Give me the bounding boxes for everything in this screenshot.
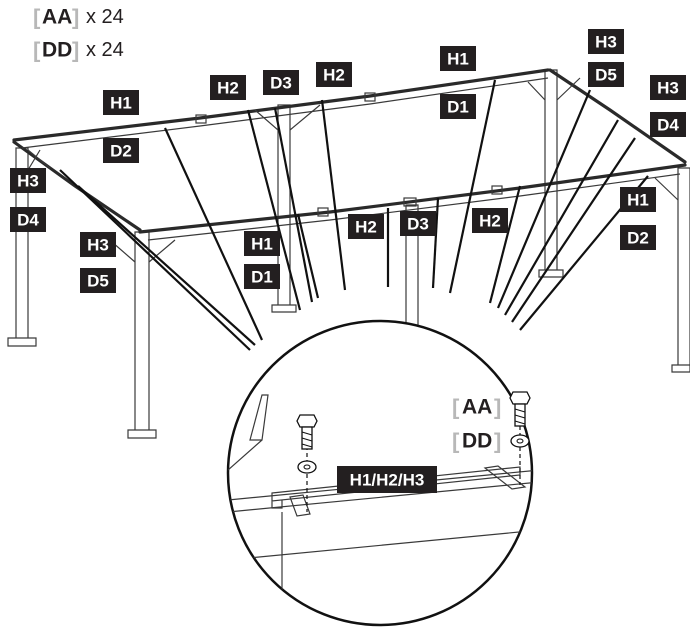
beam-left-side: [12, 140, 142, 232]
brace-front-right: [654, 177, 679, 201]
arrow: [246, 109, 302, 311]
label-h3: H3: [87, 236, 109, 255]
bracket-close: ]: [72, 38, 79, 63]
label-d5: D5: [595, 66, 617, 85]
detail-bolt-code: AA: [462, 396, 492, 419]
label-h2: H2: [323, 66, 345, 85]
arrow: [59, 169, 251, 351]
label-d5: D5: [87, 272, 109, 291]
label-h1: H1: [110, 94, 132, 113]
bolt-icon: [296, 414, 318, 450]
label-d4: D4: [17, 211, 39, 230]
connector-front-mid: [403, 197, 417, 207]
label-h1: H1: [447, 50, 469, 69]
arrow: [273, 107, 314, 303]
label-d3: D3: [270, 74, 292, 93]
connector-back-mid: [364, 92, 376, 102]
label-d4: D4: [657, 116, 679, 135]
brace-back-center: [254, 104, 321, 131]
bracket-close: ]: [494, 429, 501, 454]
gazebo-frame: [7, 68, 690, 439]
post-front-right: [671, 167, 690, 373]
label-d2: D2: [627, 229, 649, 248]
hardware-dd-row: [ DD ] x 24: [33, 38, 124, 63]
bracket-close: ]: [494, 395, 501, 420]
bolt-icon: [509, 391, 531, 427]
connector-front-mid-left: [317, 207, 329, 217]
bracket-open: [: [452, 395, 460, 420]
hardware-qty: x 24: [86, 6, 124, 28]
label-h2: H2: [355, 218, 377, 237]
label-h3: H3: [657, 79, 679, 98]
washer-icon: [297, 460, 317, 474]
brace-front-left: [111, 239, 176, 263]
arrow: [448, 79, 497, 294]
arrow: [163, 127, 264, 341]
crossbar-label: H1/H2/H3: [350, 471, 425, 490]
brace-back-right: [527, 77, 581, 101]
label-h2: H2: [479, 212, 501, 231]
rail-front-inner: [147, 173, 681, 241]
label-d2: D2: [110, 142, 132, 161]
label-d1: D1: [251, 268, 273, 287]
label-h3: H3: [595, 33, 617, 52]
beam-back: [12, 68, 550, 142]
label-h1: H1: [627, 191, 649, 210]
arrow: [511, 137, 636, 323]
label-h3: H3: [17, 172, 39, 191]
bracket-open: [: [452, 429, 460, 454]
detail-washer-code: DD: [462, 430, 492, 453]
arrow: [431, 197, 440, 289]
label-d3: D3: [407, 215, 429, 234]
arrow: [496, 89, 592, 309]
detail-magnifier: [ AA ] [ DD ] H1/H2/H3: [226, 319, 534, 627]
washer-icon: [510, 434, 530, 448]
bracket-close: ]: [72, 5, 79, 30]
arrow: [488, 185, 522, 304]
post-back-right: [538, 69, 564, 278]
hardware-code: AA: [42, 6, 72, 29]
label-h1: H1: [251, 235, 273, 254]
bracket-open: [: [33, 5, 41, 30]
beam-right-side: [548, 68, 687, 164]
crossbar-tab-right: [483, 465, 527, 490]
bracket-open: [: [33, 38, 41, 63]
post-front-left: [127, 231, 157, 439]
bracket-detail: [228, 394, 269, 471]
label-d1: D1: [447, 98, 469, 117]
arrow: [296, 213, 320, 299]
arrow: [77, 185, 256, 346]
connector-back-left: [195, 114, 207, 124]
arrow: [504, 119, 619, 316]
hardware-legend: [ AA ] x 24 [ DD ] x 24: [33, 5, 124, 63]
hardware-qty: x 24: [86, 39, 124, 61]
hardware-aa-row: [ AA ] x 24: [33, 5, 124, 30]
detail-hardware-labels: [ AA ] [ DD ]: [452, 395, 501, 454]
hardware-code: DD: [42, 39, 72, 62]
label-h2: H2: [217, 79, 239, 98]
frame-labels: H1 D2 H2 D3 H2 H1 D1 H3 D5 H3 D4 H3 D4: [10, 29, 686, 293]
crossbar-tab-left: [289, 494, 311, 517]
connector-front-mid-right: [491, 185, 503, 195]
beam-front: [138, 163, 687, 234]
arrow: [320, 99, 347, 291]
rail-back-inner: [21, 77, 549, 149]
